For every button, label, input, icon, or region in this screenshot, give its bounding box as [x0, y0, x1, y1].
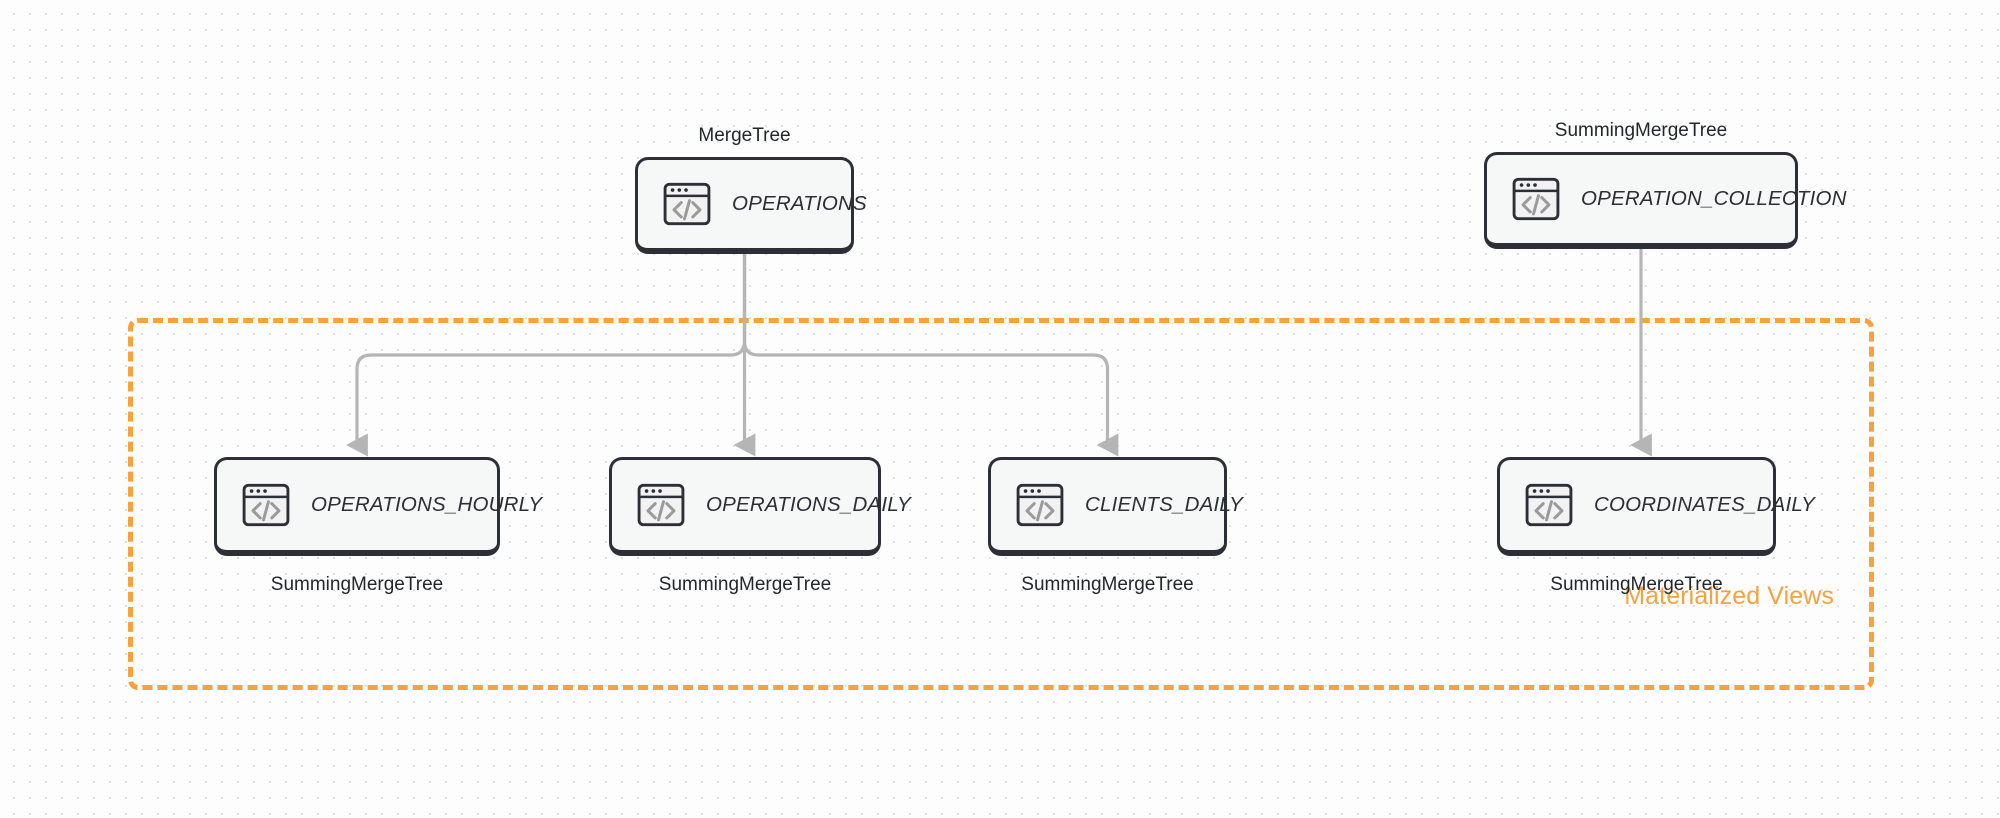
materialized-views-label: Materialized Views — [1624, 582, 1834, 610]
engine-caption-operation_collection: SummingMergeTree — [1554, 120, 1728, 141]
node-operation_collection[interactable]: OPERATION_COLLECTION — [1484, 152, 1846, 249]
engine-caption-operations: MergeTree — [698, 125, 791, 146]
code-window-icon — [1512, 177, 1560, 221]
node-label: OPERATIONS_HOURLY — [311, 493, 543, 516]
node-clients_daily[interactable]: CLIENTS_DAILY — [988, 457, 1243, 556]
node-label: OPERATION_COLLECTION — [1581, 187, 1847, 210]
engine-caption-operations_daily: SummingMergeTree — [658, 574, 832, 595]
engine-caption-clients_daily: SummingMergeTree — [1021, 574, 1194, 595]
node-coordinates_daily[interactable]: COORDINATES_DAILY — [1497, 457, 1815, 556]
node-operations_hourly[interactable]: OPERATIONS_HOURLY — [214, 457, 542, 556]
engine-caption-operations_hourly: SummingMergeTree — [270, 574, 444, 595]
code-window-icon — [637, 483, 685, 527]
code-window-icon — [663, 182, 711, 226]
code-window-icon — [1525, 483, 1573, 527]
node-label: OPERATIONS — [732, 192, 867, 215]
node-operations[interactable]: OPERATIONS — [635, 157, 867, 254]
node-label: CLIENTS_DAILY — [1085, 493, 1243, 516]
node-label: COORDINATES_DAILY — [1594, 493, 1815, 516]
code-window-icon — [242, 483, 290, 527]
code-window-icon — [1016, 483, 1064, 527]
node-label: OPERATIONS_DAILY — [706, 493, 911, 516]
node-operations_daily[interactable]: OPERATIONS_DAILY — [609, 457, 911, 556]
engine-caption-coordinates_daily: SummingMergeTree — [1550, 574, 1723, 595]
